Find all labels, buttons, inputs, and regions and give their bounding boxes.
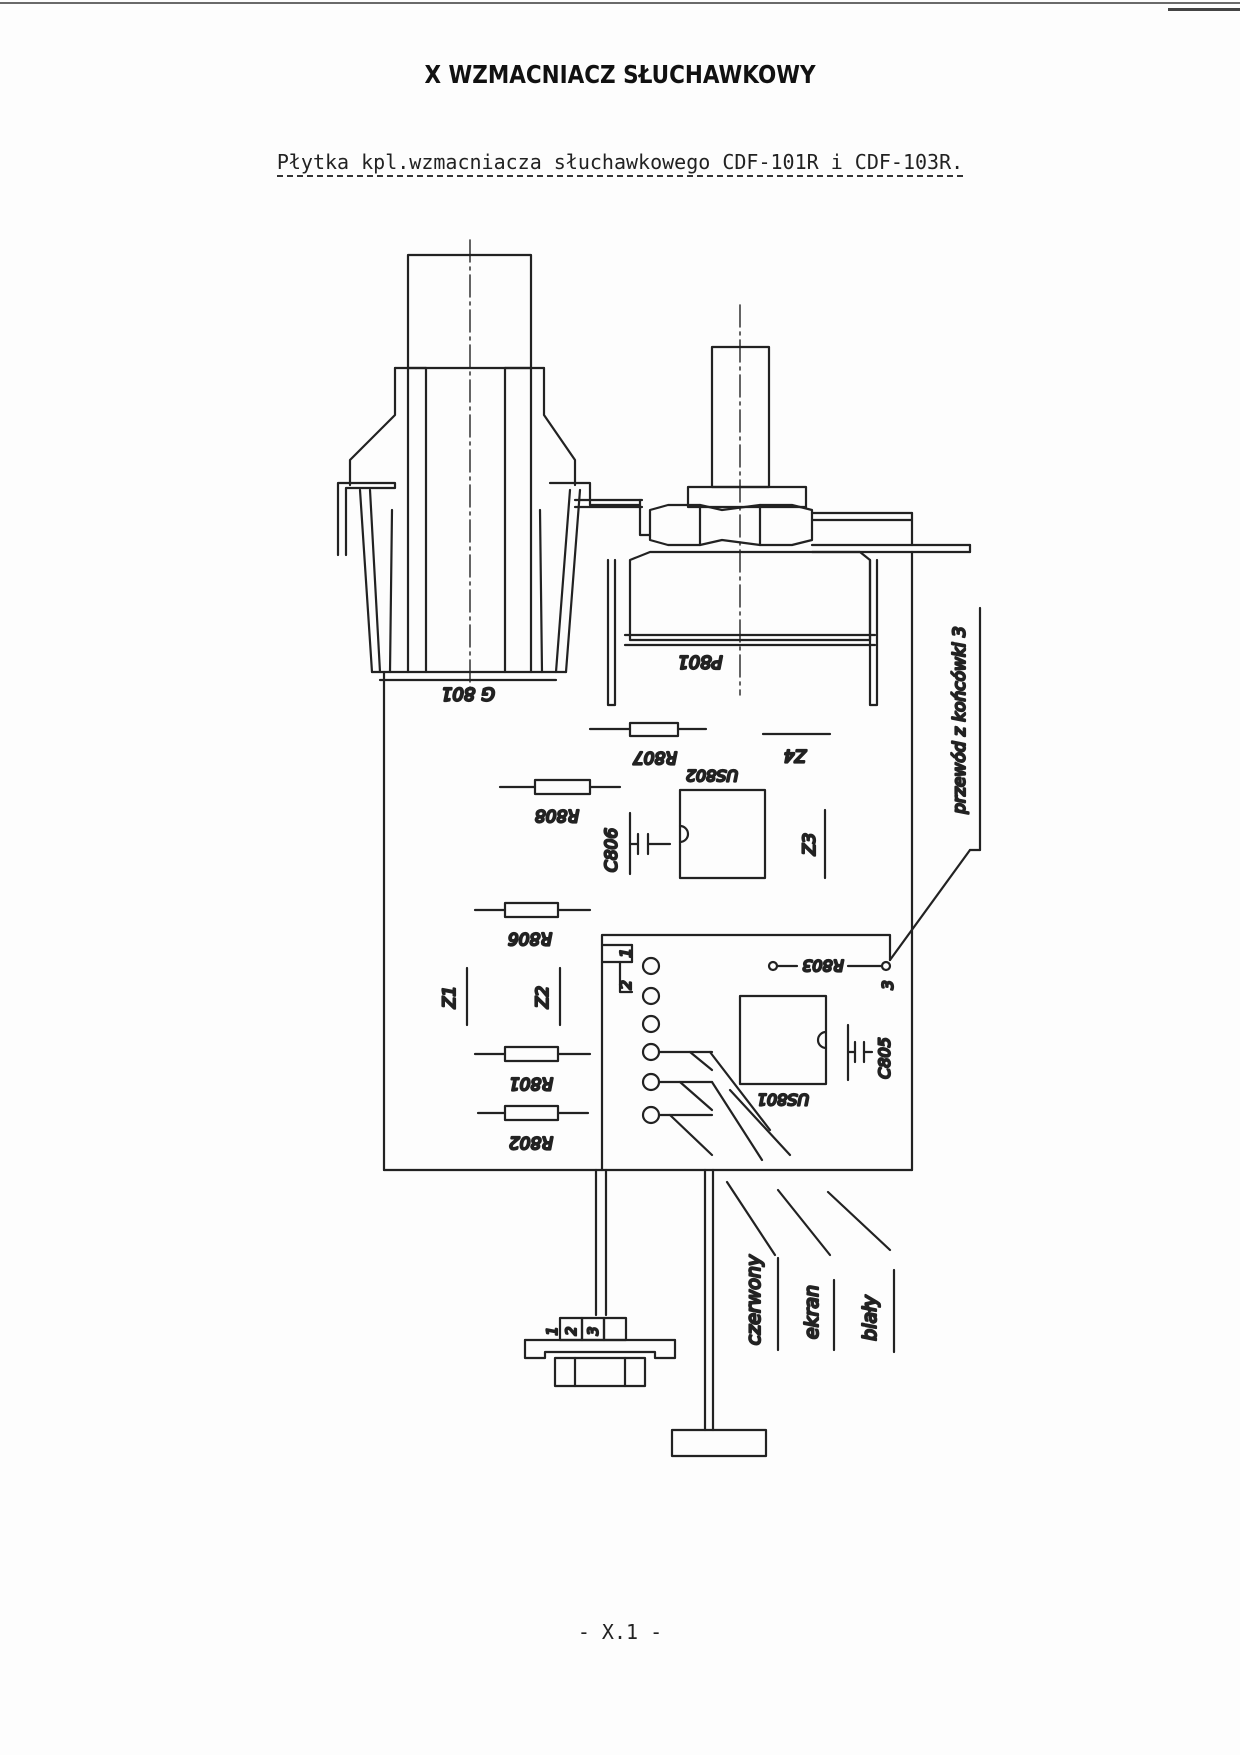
wire-label-czerwony: czerwony [743, 1254, 765, 1345]
connector-area [600, 933, 892, 1172]
page-number: - X.1 - [577, 1620, 663, 1644]
capacitor-c806 [628, 811, 672, 876]
potentiometer [573, 304, 972, 707]
label-p801: P801 [677, 651, 722, 672]
resistor-r808 [498, 778, 622, 796]
resistor-r802 [476, 1104, 590, 1122]
label-z2: Z2 [533, 986, 553, 1009]
ic-us801 [738, 994, 828, 1086]
page-title: X WZMACNIACZ SŁUCHAWKOWY [424, 60, 816, 89]
headphone-jack [336, 239, 592, 691]
label-r807: R807 [633, 747, 677, 767]
resistor-r806 [473, 901, 592, 919]
resistor-r801 [473, 1045, 592, 1063]
label-z4: Z4 [784, 745, 807, 765]
label-us801: US801 [757, 1090, 809, 1109]
cable-bundle [594, 1168, 892, 1432]
ic-us802 [678, 788, 767, 880]
subtitle-text: Płytka kpl.wzmacniacza słuchawkowego CDF… [276, 150, 964, 177]
note-wire-from-pin3: przewód z końcówki 3 [950, 626, 970, 814]
label-c805: C805 [875, 1037, 894, 1079]
pin-label-2: 2 [617, 980, 635, 990]
resistor-r803 [767, 960, 892, 972]
pin-label-1: 1 [617, 948, 635, 958]
solder-pads [641, 956, 792, 1162]
resistor-r807 [588, 721, 708, 738]
label-r808: R808 [535, 805, 579, 825]
label-r801: R801 [509, 1073, 553, 1093]
label-r803: R803 [802, 956, 844, 975]
three-pin-connector [523, 1316, 677, 1388]
label-r806: R806 [508, 928, 552, 948]
top-corner-mark [1168, 8, 1240, 11]
cable-lug [670, 1428, 768, 1458]
pin-label-3: 3 [879, 980, 897, 990]
pcb-outline [382, 503, 914, 1172]
page-subtitle: Płytka kpl.wzmacniacza słuchawkowego CDF… [0, 150, 1240, 177]
connector-pin-2: 2 [564, 1326, 580, 1335]
top-rule [0, 2, 1240, 4]
label-z1: Z1 [440, 986, 460, 1009]
label-us802: US802 [686, 766, 738, 785]
capacitor-c805 [846, 1023, 874, 1082]
label-c806: C806 [602, 828, 622, 873]
wire-label-bialy: biały [859, 1294, 881, 1340]
connector-pin-3: 3 [586, 1327, 602, 1336]
label-g801: G 801 [441, 683, 495, 704]
wire-label-ekran: ekran [801, 1285, 823, 1339]
connector-pin-1: 1 [545, 1327, 561, 1336]
note-leader-line [888, 606, 982, 962]
label-r802: R802 [509, 1132, 553, 1152]
label-z3: Z3 [800, 833, 820, 856]
